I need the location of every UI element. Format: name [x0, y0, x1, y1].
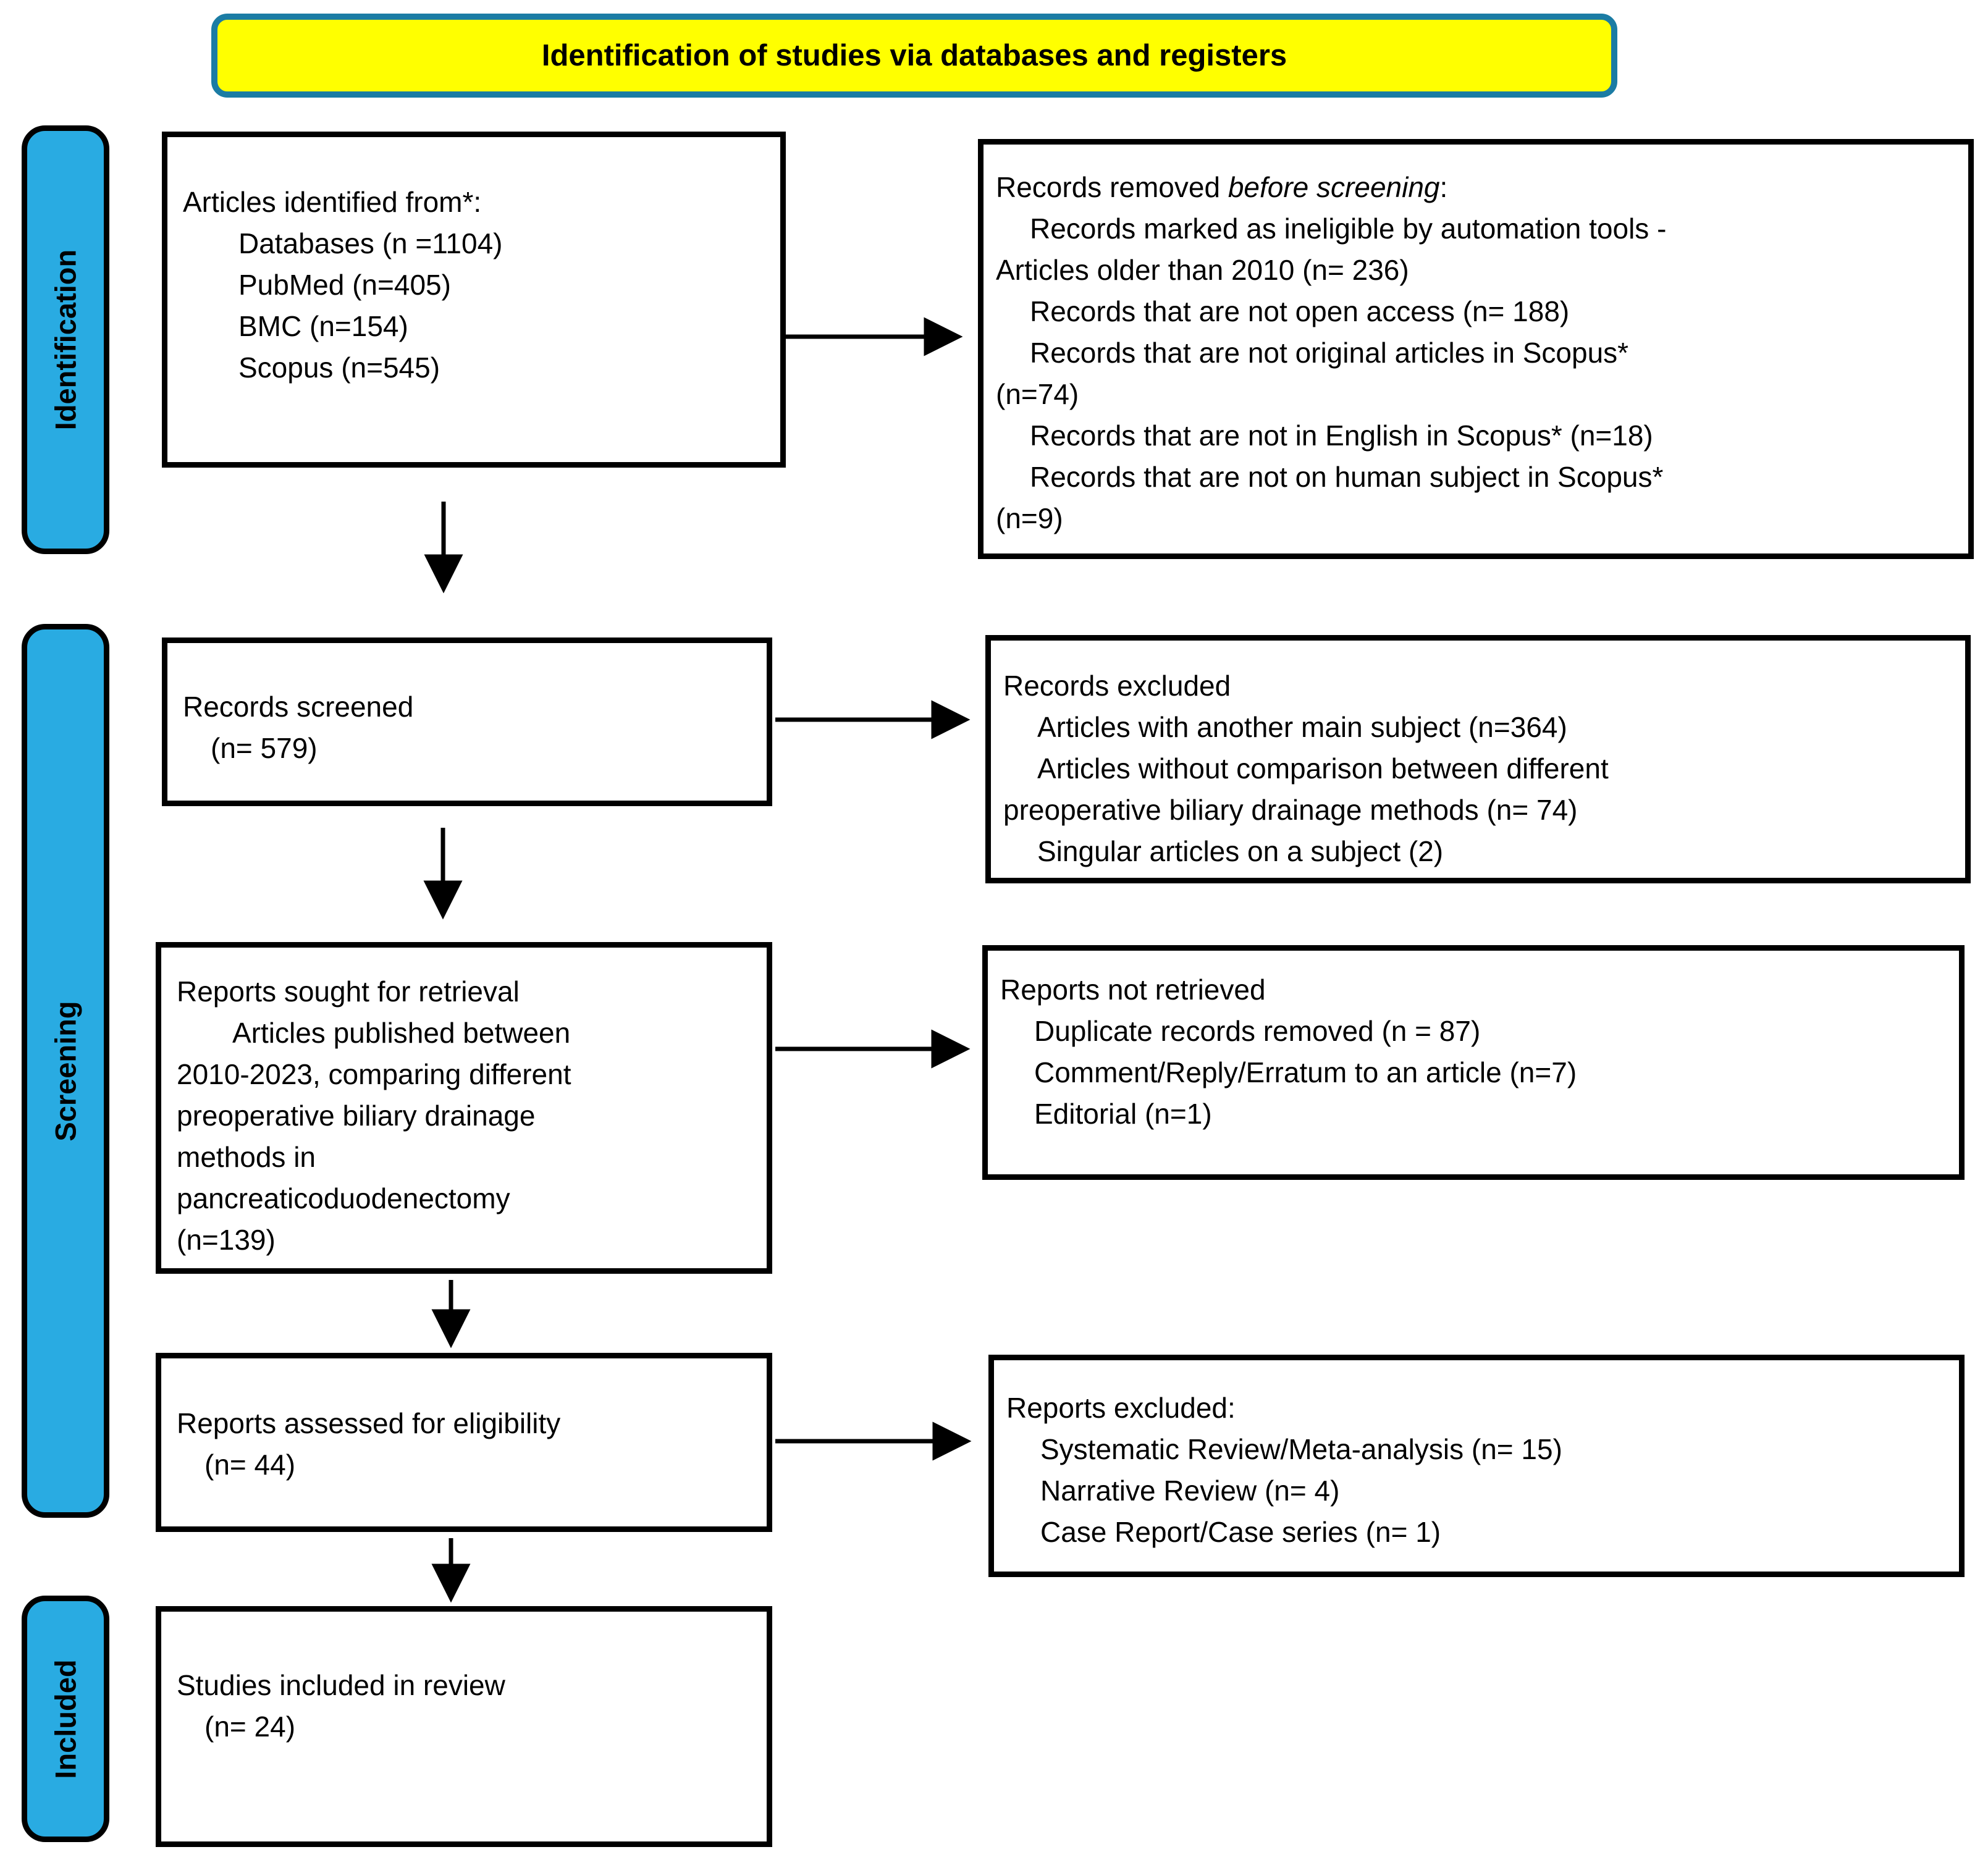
box-line: Duplicate records removed (n = 87)	[1034, 1015, 1481, 1047]
stage-screening: Screening	[22, 624, 109, 1518]
title-banner: Identification of studies via databases …	[211, 14, 1617, 98]
box-line: Studies included in review	[177, 1669, 505, 1701]
box-line: (n=139)	[177, 1224, 276, 1256]
stage-included: Included	[22, 1596, 109, 1842]
box-reports-not-retrieved: Reports not retrieved Duplicate records …	[982, 945, 1965, 1180]
box-line: Articles identified from*:	[183, 186, 482, 218]
box-records-excluded: Records excluded Articles with another m…	[985, 635, 1971, 883]
line-prefix: Records removed	[996, 171, 1228, 203]
box-studies-included: Studies included in review (n= 24)	[156, 1606, 772, 1847]
box-line: Records excluded	[1003, 670, 1231, 702]
box-line: Records marked as ineligible by automati…	[1030, 213, 1667, 245]
box-reports-excluded: Reports excluded: Systematic Review/Meta…	[988, 1355, 1965, 1577]
line-suffix: :	[1439, 171, 1448, 203]
box-line: Records that are not original articles i…	[1030, 337, 1629, 369]
box-line: 2010-2023, comparing different	[177, 1058, 571, 1090]
box-line: Records screened	[183, 691, 414, 723]
stage-identification: Identification	[22, 125, 109, 554]
box-line: Databases (n =1104)	[238, 227, 503, 259]
box-line: Narrative Review (n= 4)	[1040, 1475, 1340, 1507]
box-line: preoperative biliary drainage methods (n…	[1003, 794, 1578, 826]
box-line: Articles without comparison between diff…	[1037, 752, 1609, 785]
box-line: (n=9)	[996, 502, 1063, 534]
box-line: (n= 24)	[204, 1711, 296, 1743]
box-line: Reports not retrieved	[1000, 974, 1266, 1006]
box-line: Reports excluded:	[1006, 1392, 1236, 1424]
box-line: Records that are not in English in Scopu…	[1030, 419, 1653, 452]
box-line: (n= 579)	[211, 732, 318, 764]
box-records-removed: Records removed before screening: Record…	[978, 139, 1974, 559]
line-italic: before screening	[1228, 171, 1440, 203]
box-line: Articles with another main subject (n=36…	[1037, 711, 1567, 743]
title-text: Identification of studies via databases …	[541, 39, 1287, 72]
box-line: (n=74)	[996, 378, 1079, 410]
box-line: methods in	[177, 1141, 316, 1173]
box-line: Case Report/Case series (n= 1)	[1040, 1516, 1441, 1548]
box-line: Reports assessed for eligibility	[177, 1407, 561, 1439]
box-reports-sought: Reports sought for retrieval Articles pu…	[156, 942, 772, 1274]
box-line: Records that are not on human subject in…	[1030, 461, 1664, 493]
box-line: Articles published between	[232, 1017, 571, 1049]
box-line: Editorial (n=1)	[1034, 1098, 1212, 1130]
box-line: Articles older than 2010 (n= 236)	[996, 254, 1409, 286]
box-line: BMC (n=154)	[238, 310, 408, 342]
box-line: Records removed before screening:	[996, 167, 1956, 208]
box-line: Systematic Review/Meta-analysis (n= 15)	[1040, 1433, 1562, 1465]
box-line: preoperative biliary drainage	[177, 1100, 536, 1132]
box-records-screened: Records screened (n= 579)	[162, 638, 772, 806]
box-line: Reports sought for retrieval	[177, 975, 520, 1008]
box-line: Comment/Reply/Erratum to an article (n=7…	[1034, 1056, 1577, 1088]
box-line: pancreaticoduodenectomy	[177, 1182, 510, 1214]
box-line: (n= 44)	[204, 1449, 296, 1481]
box-line: Scopus (n=545)	[238, 351, 440, 384]
box-reports-assessed: Reports assessed for eligibility (n= 44)	[156, 1353, 772, 1532]
box-line: Singular articles on a subject (2)	[1037, 835, 1444, 867]
box-line: PubMed (n=405)	[238, 269, 451, 301]
box-articles-identified: Articles identified from*: Databases (n …	[162, 132, 786, 468]
box-line: Records that are not open access (n= 188…	[1030, 295, 1570, 327]
